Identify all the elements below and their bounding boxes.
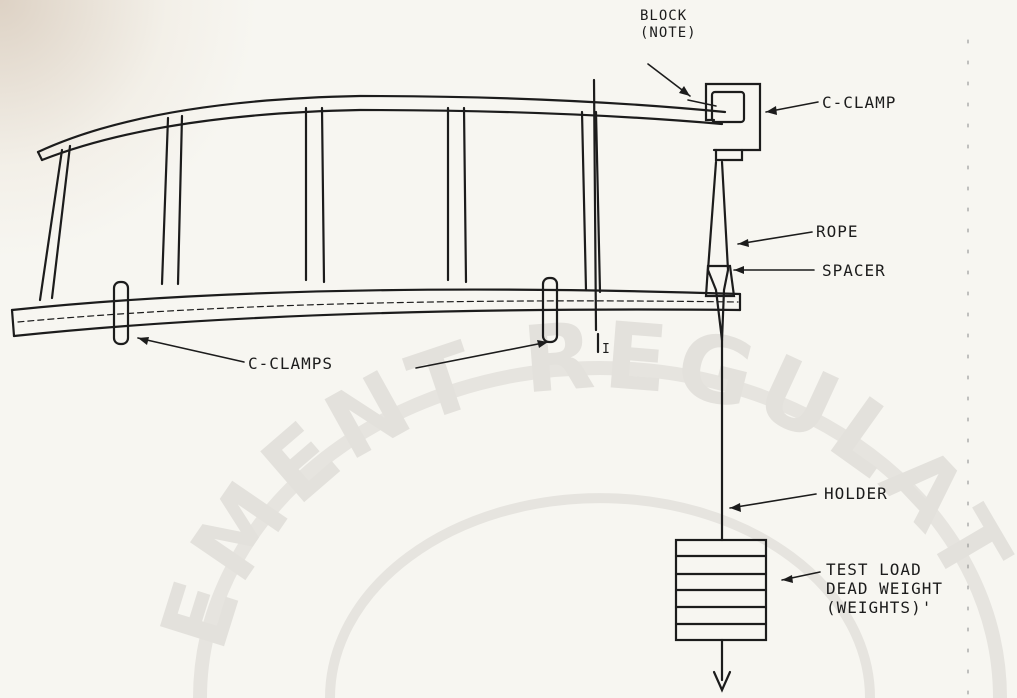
section-line [592,78,600,354]
label-spacer: SPACER [822,261,886,280]
label-test-load: TEST LOAD DEAD WEIGHT (WEIGHTS)' [826,560,943,617]
label-c-clamp: C-CLAMP [822,93,897,112]
label-c-clamps: C-CLAMPS [248,354,334,373]
weight-stack [674,538,768,642]
label-holder: HOLDER [824,484,888,503]
label-block-note: BLOCK (NOTE) [640,8,697,41]
rope [706,160,730,342]
spacer [704,264,736,298]
bottom-c-clamps [112,276,559,346]
label-rope: ROPE [816,222,859,241]
leader-lines [137,63,821,581]
ladder-rungs [38,106,602,302]
ladder-bottom-rail [10,288,742,338]
top-c-clamp [687,82,762,162]
label-section-mark: I [602,342,611,357]
leader-arrowheads [138,86,793,583]
load-arrow [712,670,732,693]
ladder-top-rail [36,94,727,162]
